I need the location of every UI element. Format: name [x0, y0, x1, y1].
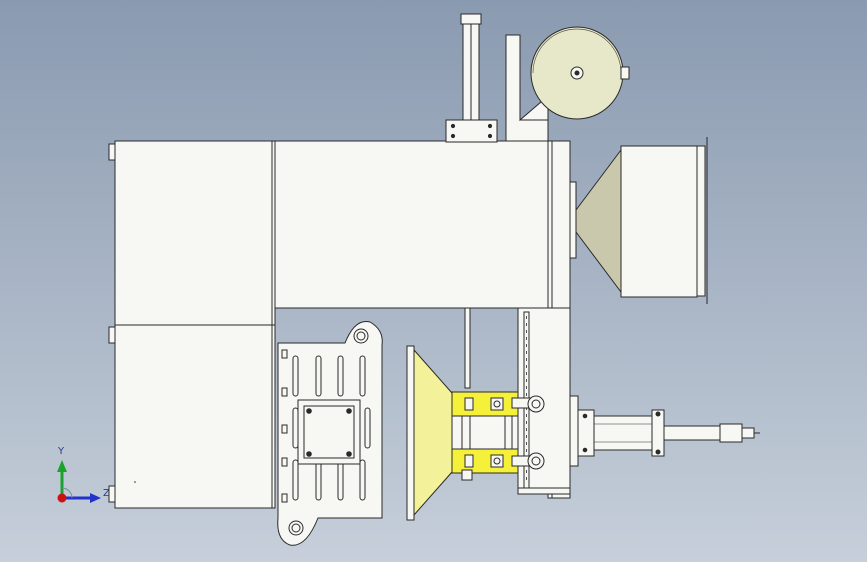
- plate-tab-2: [281, 387, 288, 397]
- clamp-nut-1: [464, 397, 474, 411]
- plate-hole-bottom-inner: [291, 523, 301, 533]
- cylinder-barrel[interactable]: [593, 415, 653, 451]
- plate-tab-4: [281, 457, 288, 467]
- center-bolt-1: [306, 408, 312, 414]
- plate-tab-3: [281, 424, 288, 434]
- center-bolt-2: [346, 408, 352, 414]
- center-bolt-4: [346, 451, 352, 457]
- end-cap-bolt-1: [582, 413, 588, 419]
- left-housing-upper-panel[interactable]: [114, 140, 276, 326]
- top-actuator[interactable]: [445, 13, 498, 143]
- actuator-mount-block[interactable]: [445, 119, 498, 143]
- mount-bolt-3: [487, 123, 493, 129]
- upper-enclosure-body[interactable]: [274, 140, 549, 309]
- slotted-mount-plate[interactable]: [277, 320, 383, 546]
- end-cap-bolt-2: [582, 447, 588, 453]
- rod-end-coupler: [719, 423, 743, 443]
- clamp-bolt-2-head: [493, 457, 501, 465]
- center-mount-inner: [303, 405, 355, 459]
- left-housing-tab-3: [108, 485, 116, 503]
- plate-hole-top: [353, 328, 369, 344]
- hopper-flange: [696, 145, 706, 297]
- left-housing-tab-2: [108, 326, 116, 344]
- plate-tab-5: [281, 493, 288, 503]
- cylinder-mount-flange: [569, 395, 579, 467]
- hopper-cone[interactable]: [575, 148, 622, 294]
- left-housing[interactable]: [108, 140, 276, 509]
- plate-slots: [292, 355, 371, 501]
- clamp-bottom-nut: [461, 469, 473, 481]
- clamp-bolt-1-head: [493, 400, 501, 408]
- small-point: [134, 481, 136, 483]
- clamp-assembly[interactable]: [451, 391, 545, 481]
- left-housing-lower-panel[interactable]: [114, 324, 276, 509]
- orientation-triad[interactable]: Y Z: [57, 446, 110, 503]
- vertical-link-rod[interactable]: [464, 307, 471, 389]
- z-axis-arrowhead: [90, 493, 101, 503]
- tank-nozzle: [620, 66, 630, 80]
- mount-bolt-2: [450, 133, 456, 139]
- pivot-upper-inner: [531, 399, 541, 409]
- hopper-box[interactable]: [620, 145, 698, 298]
- pivot-upper[interactable]: [527, 395, 545, 413]
- plate-hole-bottom: [288, 520, 304, 536]
- y-axis-label: Y: [57, 446, 65, 457]
- piston-rod[interactable]: [663, 425, 721, 441]
- head-bolt-2: [655, 449, 661, 455]
- center-bolt-3: [306, 451, 312, 457]
- clamp-upper-jaw[interactable]: [451, 391, 519, 417]
- pivot-lower-inner: [531, 456, 541, 466]
- triad-arc: [61, 487, 73, 499]
- mount-bolt-4: [487, 133, 493, 139]
- pivot-arm-upper: [511, 397, 531, 409]
- pressure-tank[interactable]: [530, 26, 630, 120]
- clamp-bolt-2: [490, 454, 504, 468]
- head-bolt-1: [655, 411, 661, 417]
- cylinder-head: [651, 409, 665, 457]
- flange-plate: [569, 181, 577, 259]
- clamp-lower-jaw[interactable]: [451, 448, 519, 474]
- tank-seam: [532, 28, 622, 74]
- clamp-nut-2: [464, 454, 474, 468]
- yellow-feed-funnel[interactable]: [406, 345, 453, 521]
- horizontal-cylinder[interactable]: [569, 395, 760, 467]
- rod-end-nut: [741, 427, 755, 439]
- z-axis-label: Z: [103, 488, 110, 499]
- discharge-hopper[interactable]: [575, 137, 708, 304]
- left-housing-tab-1: [108, 143, 116, 161]
- clamp-bolt-1: [490, 397, 504, 411]
- triad-origin: [57, 493, 67, 503]
- funnel-cone[interactable]: [413, 348, 453, 517]
- pivot-arm-lower: [511, 455, 531, 467]
- plate-hole-top-inner: [356, 331, 366, 341]
- lower-frame-foot: [517, 487, 571, 495]
- y-axis-arrowhead: [57, 460, 67, 472]
- funnel-flange: [406, 345, 415, 521]
- tank-port-center: [574, 70, 580, 76]
- mount-bolt-1: [450, 123, 456, 129]
- actuator-cap: [460, 13, 482, 25]
- pivot-lower[interactable]: [527, 452, 545, 470]
- plate-tab-1: [281, 349, 288, 359]
